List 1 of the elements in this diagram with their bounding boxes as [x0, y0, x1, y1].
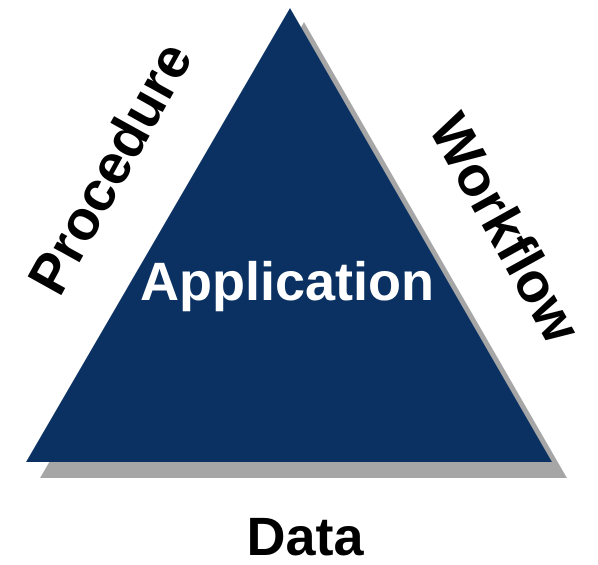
side-label: Data	[246, 510, 364, 564]
